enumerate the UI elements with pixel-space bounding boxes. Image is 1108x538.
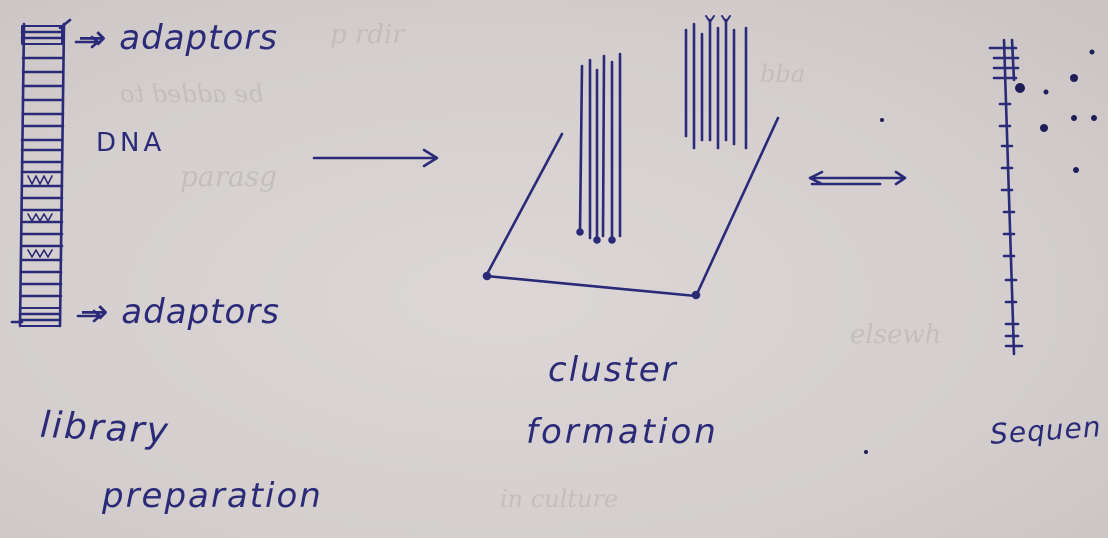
cluster-label: cluster xyxy=(548,350,678,390)
bleed-through-text: in culture xyxy=(500,485,619,513)
arrow-to-flowcell xyxy=(312,148,439,168)
bleed-through-text: bba xyxy=(760,60,806,88)
formation-label: formation xyxy=(526,412,719,452)
bleed-through-text: parasg xyxy=(180,160,277,193)
bleed-through-text: p rdir xyxy=(330,20,405,50)
adaptors-bottom-label: → adaptors xyxy=(80,292,280,332)
adaptors-top-label: → adaptors xyxy=(78,18,278,58)
dna-cluster-right xyxy=(684,15,748,150)
flow-cell xyxy=(482,116,780,300)
dna-cluster-left xyxy=(576,52,622,244)
library-label: library xyxy=(39,404,171,453)
dna-library-ladder xyxy=(10,18,72,328)
fluorescent-signals xyxy=(864,49,1097,454)
bleed-through-text: elsewh xyxy=(850,320,942,350)
sequencing-read xyxy=(988,38,1024,356)
adaptor-top-arrow xyxy=(74,35,100,49)
dna-label: DNA xyxy=(96,128,166,158)
adaptor-bottom-arrow xyxy=(76,309,102,323)
arrow-to-sequencing xyxy=(808,170,907,186)
preparation-label: preparation xyxy=(102,476,323,516)
